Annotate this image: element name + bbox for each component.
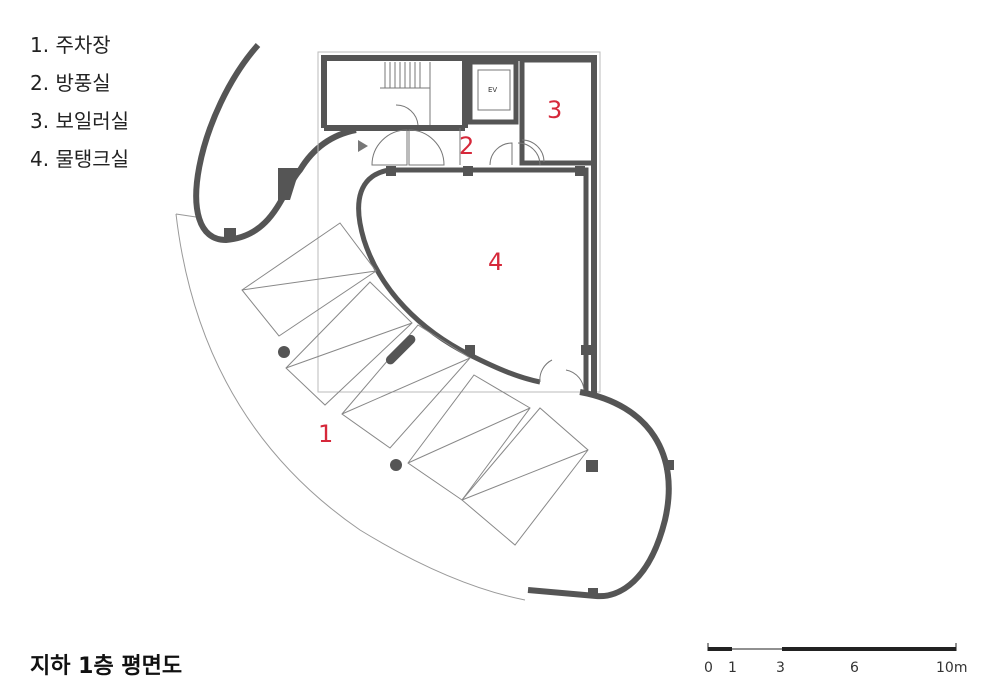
boiler-room-walls — [519, 57, 597, 166]
water-tank-room-wall — [356, 167, 541, 385]
column — [586, 460, 598, 472]
door-swing — [521, 139, 545, 163]
legend-item-windbreak: 2. 방풍실 — [30, 71, 111, 95]
site-outline — [175, 213, 526, 601]
room-label-boiler: 3 — [547, 96, 562, 124]
column — [588, 588, 598, 598]
legend: 1. 주차장 2. 방풍실 3. 보일러실 4. 물탱크실 — [30, 26, 129, 178]
elevator-shaft — [467, 59, 519, 125]
column-round — [278, 346, 290, 358]
legend-item-parking: 1. 주차장 — [30, 33, 111, 57]
plan-title: 지하 1층 평면도 — [30, 654, 183, 679]
outer-wall-buttress — [278, 168, 300, 200]
column — [581, 345, 591, 355]
column — [386, 166, 396, 176]
stair — [380, 62, 431, 126]
elevator-label: EV — [488, 86, 497, 94]
parking-stalls — [241, 222, 589, 546]
column — [224, 228, 236, 240]
scale-bar — [707, 643, 957, 651]
legend-item-boiler-room: 3. 보일러실 — [30, 109, 130, 133]
room-label-windbreak: 2 — [459, 132, 474, 160]
legend-item-water-tank-room: 4. 물탱크실 — [30, 147, 130, 171]
scale-tick-6: 6 — [850, 660, 859, 676]
lower-curved-wall — [527, 389, 672, 600]
site-outline-edge — [175, 213, 197, 218]
tank-room-doors — [539, 359, 585, 393]
water-tank-room-top-wall — [389, 167, 589, 392]
column — [463, 166, 473, 176]
column — [575, 166, 585, 176]
scale-tick-1: 1 — [728, 660, 737, 676]
room-label-water-tank: 4 — [488, 248, 503, 276]
core-outline — [317, 51, 601, 393]
elevator-car — [477, 69, 511, 111]
room-label-parking: 1 — [318, 420, 333, 448]
oval-column — [385, 334, 416, 365]
scale-tick-10m: 10m — [936, 660, 967, 676]
windbreak-doors — [371, 128, 541, 166]
column — [465, 345, 475, 355]
column-round — [390, 459, 402, 471]
outer-curved-wall — [193, 43, 357, 243]
scale-tick-0: 0 — [704, 660, 713, 676]
scale-tick-3: 3 — [776, 660, 785, 676]
column — [664, 460, 674, 470]
core-top-wall — [321, 55, 597, 395]
entrance-arrow-icon — [358, 140, 368, 152]
